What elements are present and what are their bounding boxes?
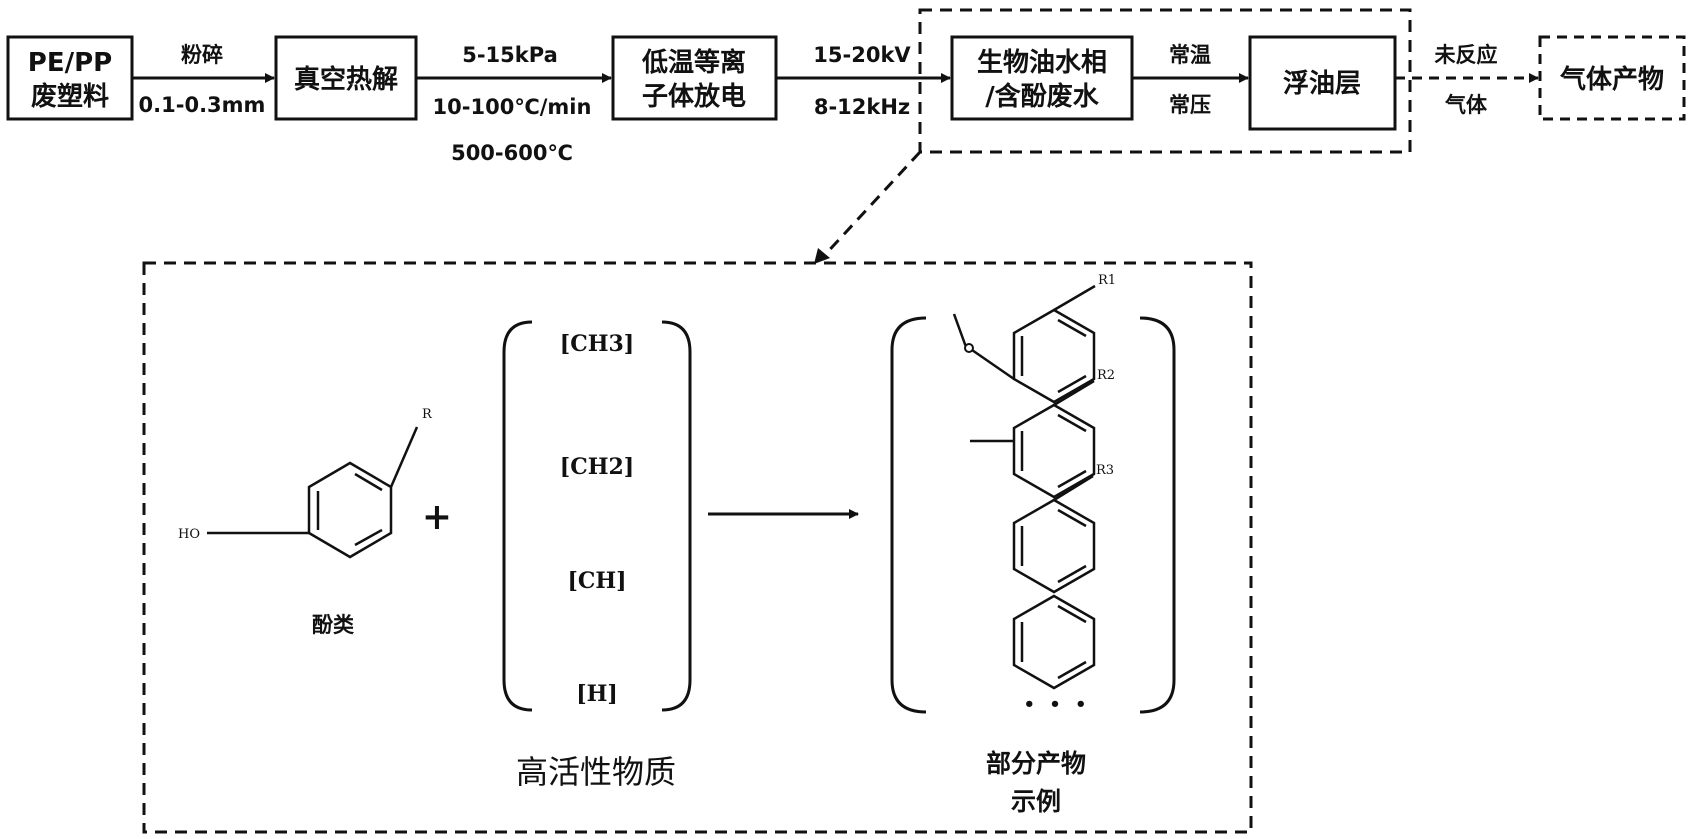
product-2-r-label: R2	[1097, 368, 1115, 383]
species-ch: [CH]	[567, 568, 626, 594]
label-room-temp: 常温	[1169, 43, 1211, 67]
label-crush-size: 0.1-0.3mm	[139, 93, 266, 117]
species-ch2: [CH2]	[560, 454, 634, 480]
dashed-connector-head	[814, 248, 830, 264]
bracket-right-active	[661, 320, 692, 712]
products-caption-line2: 示例	[1011, 787, 1061, 816]
label-gas: 气体	[1444, 93, 1488, 117]
phenol-r-label: R	[422, 407, 433, 422]
bracket-left-active	[502, 320, 533, 712]
box-water-line1: 生物油水相	[977, 48, 1107, 78]
product-ring-3	[1012, 474, 1096, 594]
dashed-group-border	[918, 8, 1412, 154]
box-gas-product: 气体产物	[1538, 35, 1686, 121]
plus-sign: +	[422, 496, 452, 538]
label-frequency: 8-12kHz	[814, 95, 910, 119]
product-ring-1	[952, 284, 1096, 404]
box-plasma-line2: 子体放电	[642, 81, 746, 112]
dashed-connector	[820, 150, 922, 260]
species-h: [H]	[576, 681, 618, 707]
box-oil-layer: 浮油层	[1248, 35, 1397, 131]
bracket-left-products	[890, 316, 927, 714]
box-plasma-line1: 低温等离	[641, 47, 746, 78]
product-1-oxygen	[964, 343, 974, 353]
label-pressure: 5-15kPa	[462, 43, 558, 67]
box-vacuum-pyrolysis: 真空热解	[274, 35, 418, 121]
label-temperature: 500-600℃	[451, 141, 573, 165]
phenol-caption: 酚类	[312, 613, 355, 637]
box-pepp-waste-plastic: PE/PP 废塑料	[6, 35, 134, 121]
products-caption-line1: 部分产物	[986, 749, 1086, 778]
reaction-detail-box	[142, 261, 1253, 834]
products-ellipsis: • • •	[1023, 694, 1090, 715]
product-ring-4	[1012, 594, 1096, 690]
product-3-r-label: R3	[1096, 463, 1114, 478]
label-heating-rate: 10-100℃/min	[433, 95, 592, 119]
box-gas-label: 气体产物	[1559, 64, 1664, 95]
phenol-structure	[207, 426, 419, 559]
label-unreacted: 未反应	[1435, 43, 1498, 67]
product-ring-2	[970, 379, 1096, 499]
box-water-line2: /含酚废水	[985, 81, 1099, 112]
label-voltage: 15-20kV	[813, 43, 911, 67]
bracket-right-products	[1139, 316, 1176, 714]
label-crush: 粉碎	[181, 43, 223, 67]
label-atm-pressure: 常压	[1169, 93, 1211, 117]
box-plasma-discharge: 低温等离 子体放电	[611, 35, 778, 121]
box-water-phase: 生物油水相 /含酚废水	[950, 35, 1134, 121]
species-ch3: [CH3]	[560, 331, 634, 357]
box-pyrolysis-label: 真空热解	[294, 64, 398, 95]
phenol-oh-label: HO	[178, 527, 200, 542]
box-oil-label: 浮油层	[1283, 69, 1361, 99]
product-1-r-label: R1	[1098, 273, 1116, 288]
box-pepp-line2: 废塑料	[31, 81, 109, 112]
box-pepp-line1: PE/PP	[28, 48, 112, 78]
active-species-caption: 高活性物质	[516, 753, 676, 791]
